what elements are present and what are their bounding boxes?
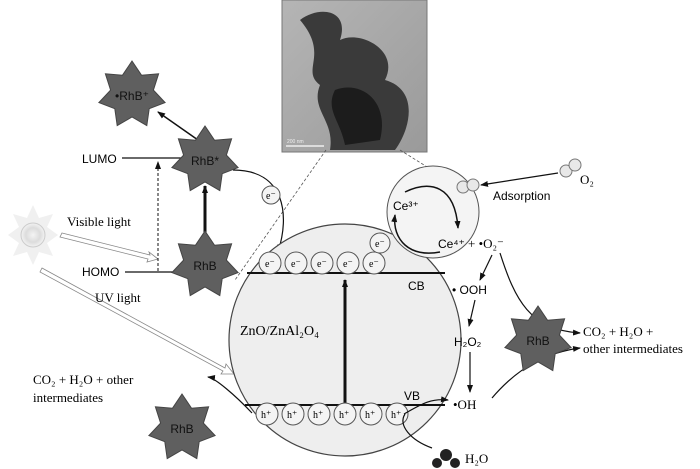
electron-transfer: e⁻ — [261, 185, 281, 205]
superoxide-label: + •O₂⁻ — [468, 236, 504, 251]
excited-rhb-star-label: RhB* — [191, 154, 219, 168]
radical-rhb-star-label: •RhB⁺ — [115, 89, 149, 103]
rhb-star-bottom-label: RhB — [170, 422, 193, 436]
excited-rhb-star: RhB* — [171, 125, 239, 192]
uv-light-arrow — [39, 267, 235, 375]
rhb-star: RhB — [171, 230, 239, 297]
electron: e⁻ — [291, 259, 301, 270]
visible-light-arrow — [59, 232, 159, 263]
products-left-line2: intermediates — [33, 390, 103, 405]
material-label: ZnO/ZnAl₂O₄ — [240, 324, 319, 339]
ceria-particle — [386, 165, 480, 259]
rhb-star-bottom: RhB — [148, 393, 216, 460]
o2-label: O₂ — [580, 172, 594, 187]
hole: h⁺ — [365, 410, 375, 421]
electron: e⁻ — [343, 259, 353, 270]
rhb-star-label: RhB — [193, 259, 216, 273]
electron: e⁻ — [369, 259, 379, 270]
ce3-label: Ce³⁺ — [393, 199, 419, 213]
products-right-line1: CO₂ + H₂O + — [583, 324, 653, 339]
hole: h⁺ — [313, 410, 323, 421]
radical-rhb-star: •RhB⁺ — [98, 60, 166, 127]
hole-row: h⁺ h⁺ h⁺ h⁺ h⁺ h⁺ — [255, 402, 409, 426]
homo-label: HOMO — [82, 265, 119, 279]
rhb-star-right: RhB — [504, 305, 572, 372]
lumo-label: LUMO — [82, 152, 117, 166]
products-left-line1: CO₂ + H₂O + other — [33, 372, 134, 387]
adsorption-label: Adsorption — [493, 189, 550, 203]
visible-light-label: Visible light — [67, 214, 131, 229]
electron-row: e⁻ e⁻ e⁻ e⁻ e⁻ e⁻ — [258, 232, 391, 275]
ce4-label: Ce⁴⁺ — [438, 237, 465, 251]
vb-label: VB — [404, 389, 420, 403]
svg-text:e⁻: e⁻ — [266, 191, 276, 202]
electron: e⁻ — [317, 259, 327, 270]
hole: h⁺ — [261, 410, 271, 421]
h2o-label: H₂O — [465, 451, 488, 466]
tem-scale-label: 200 nm — [287, 139, 304, 145]
tem-image: 200 nm — [281, 0, 428, 153]
electron: e⁻ — [265, 259, 275, 270]
hole: h⁺ — [287, 410, 297, 421]
ooh-label: • OOH — [452, 283, 487, 297]
hydroxyl-radical-label: •OH — [453, 397, 476, 412]
electron: e⁻ — [375, 239, 385, 250]
o2-molecule-adsorbed — [456, 178, 480, 194]
hole: h⁺ — [391, 410, 401, 421]
h2o2-label: H₂O₂ — [454, 335, 482, 349]
o2-molecule — [559, 158, 582, 178]
water-molecule-icon — [432, 449, 460, 468]
cb-label: CB — [408, 279, 425, 293]
hole: h⁺ — [339, 410, 349, 421]
rhb-star-right-label: RhB — [526, 334, 549, 348]
uv-light-label: UV light — [95, 290, 141, 305]
products-right-line2: other intermediates — [583, 341, 683, 356]
sun-icon — [8, 205, 58, 265]
